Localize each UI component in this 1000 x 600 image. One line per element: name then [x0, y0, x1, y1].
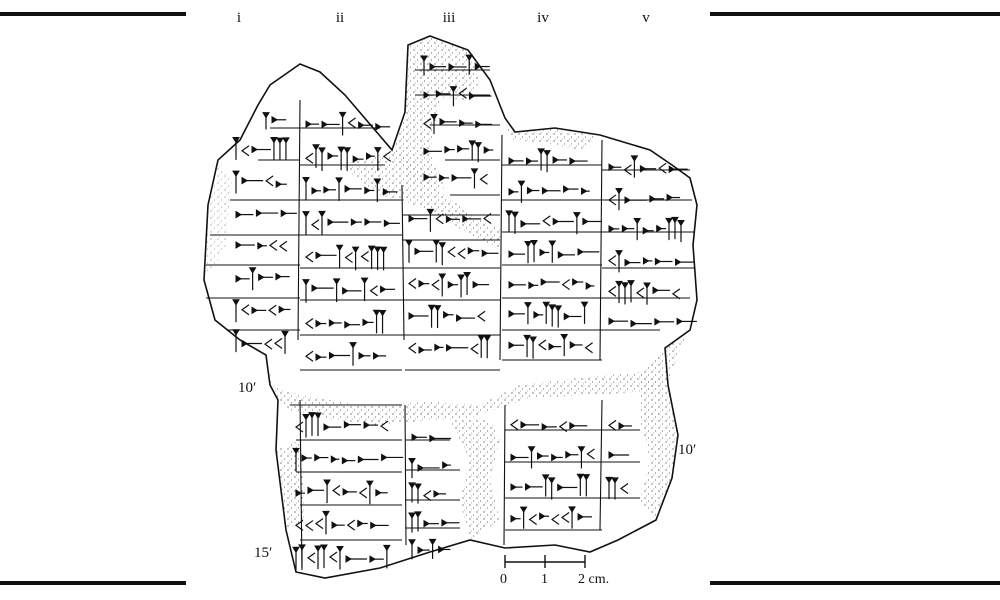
scale-tick-0: 0 [500, 572, 507, 587]
tablet-outline [203, 35, 698, 579]
scale-tick-2: 2 cm. [578, 572, 610, 587]
line-number-left-lower: 15′ [254, 545, 273, 561]
scale-tick-1: 1 [541, 572, 548, 587]
column-label-v: v [642, 10, 650, 26]
column-label-ii: ii [335, 10, 345, 26]
damage-area-top-center [392, 36, 480, 190]
frame-rule-top-right [710, 12, 1000, 16]
damage-area-middle-band [266, 330, 690, 425]
damage-area-center [340, 150, 500, 250]
scale-bar [504, 555, 586, 568]
damage-area-top-right [505, 118, 600, 150]
column-label-iii: iii [442, 10, 456, 26]
frame-rule-top-left [0, 12, 186, 16]
frame-rule-bottom-left [0, 581, 186, 585]
column-label-iv: iv [537, 10, 549, 26]
damage-area-left-lower [276, 440, 305, 530]
frame-rule-bottom-right [710, 581, 1000, 585]
damage-area-left-top [204, 160, 232, 280]
row-rulings [206, 69, 695, 541]
damage-area-lower-center [450, 420, 500, 540]
line-number-right: 10′ [678, 442, 697, 458]
cuneiform-signs [232, 54, 697, 571]
column-dividers [297, 99, 603, 571]
damage-area-right-edge [640, 372, 678, 520]
line-number-left-upper: 10′ [238, 380, 257, 396]
column-label-i: i [236, 10, 242, 26]
